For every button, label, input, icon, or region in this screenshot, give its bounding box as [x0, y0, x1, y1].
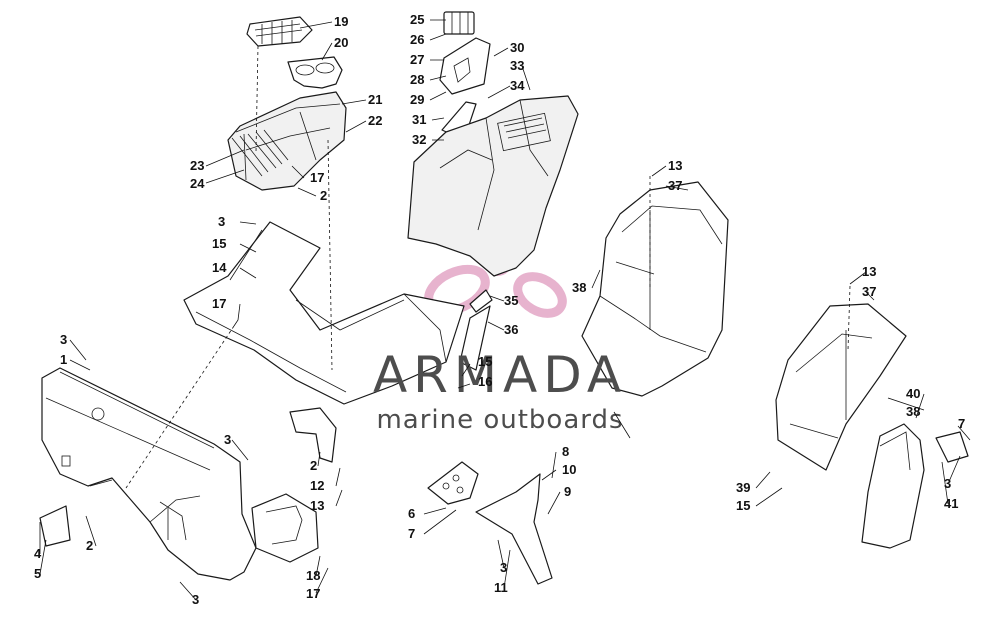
small-bracket-right — [935, 431, 969, 463]
callout-label: 4 — [34, 546, 42, 561]
callout-label: 17 — [306, 586, 320, 601]
side-panel-right-shell — [775, 303, 907, 471]
callout-label: 30 — [510, 40, 524, 55]
callout-label: 21 — [368, 92, 382, 107]
callout-label: 3 — [192, 592, 199, 607]
callout-label: 26 — [410, 32, 424, 47]
rear-fender — [861, 423, 925, 549]
callout-label: 3 — [944, 476, 951, 491]
center-console — [227, 91, 347, 191]
callout-label: 11 — [494, 580, 508, 595]
callout-label: 2 — [320, 188, 327, 203]
callout-label: 23 — [190, 158, 204, 173]
callout-label: 24 — [190, 176, 205, 191]
callout-label: 14 — [212, 260, 227, 275]
cup-holder — [287, 56, 343, 89]
floor-pan — [183, 221, 465, 405]
callout-label: 15 — [736, 498, 750, 513]
callout-label: 31 — [412, 112, 426, 127]
callout-label: 13 — [310, 498, 324, 513]
callout-label: 35 — [504, 293, 518, 308]
callout-label: 38 — [572, 280, 586, 295]
callout-label: 10 — [562, 462, 576, 477]
callout-label: 6 — [408, 506, 415, 521]
callout-label: 38 — [906, 404, 920, 419]
callout-label: 39 — [736, 480, 750, 495]
callout-label: 3 — [224, 432, 231, 447]
gear-bracket — [427, 461, 479, 505]
callout-label: 20 — [334, 35, 348, 50]
callout-label: 27 — [410, 52, 424, 67]
callout-label: 40 — [906, 386, 920, 401]
brand-text: ARMADA — [373, 346, 627, 404]
callout-label: 22 — [368, 113, 382, 128]
cup-holder-tray — [246, 16, 313, 47]
callout-label: 18 — [306, 568, 320, 583]
footrest-bracket — [459, 289, 493, 371]
callout-label: 3 — [60, 332, 67, 347]
callout-label: 2 — [86, 538, 93, 553]
callout-label: 32 — [412, 132, 426, 147]
callout-label: 3 — [500, 560, 507, 575]
side-panel-left-shell — [581, 181, 729, 397]
callout-label: 9 — [564, 484, 571, 499]
callout-label: 3 — [218, 214, 225, 229]
callout-label: 15 — [478, 354, 492, 369]
small-bracket-left — [39, 505, 71, 547]
callout-label: 37 — [668, 178, 682, 193]
callout-label: 36 — [504, 322, 518, 337]
callout-label: 29 — [410, 92, 424, 107]
callout-label: 13 — [862, 264, 876, 279]
callout-label: 15 — [212, 236, 226, 251]
callout-label: 28 — [410, 72, 424, 87]
callout-label: 2 — [310, 458, 317, 473]
leader-lines — [39, 19, 971, 601]
callout-label: 37 — [862, 284, 876, 299]
callout-label: 25 — [410, 12, 424, 27]
callout-label: 5 — [34, 566, 41, 581]
small-clip — [289, 407, 337, 463]
dash-console-body — [407, 95, 579, 277]
callout-label: 34 — [510, 78, 525, 93]
brand-tagline: marine outboards — [376, 405, 623, 435]
shift-knob — [443, 11, 475, 35]
callout-label: 1 — [60, 352, 67, 367]
callout-label: 17 — [212, 296, 226, 311]
callout-label: 12 — [310, 478, 324, 493]
front-fender — [475, 473, 553, 585]
callout-label: 16 — [478, 374, 492, 389]
callout-label: 7 — [408, 526, 415, 541]
callout-label: 7 — [958, 416, 965, 431]
callout-labels: 19 20 21 22 23 24 17 2 25 26 27 28 29 30… — [34, 12, 965, 607]
callout-label: 13 — [668, 158, 682, 173]
shift-gate-plate — [439, 37, 491, 95]
callout-label: 17 — [310, 170, 324, 185]
callout-label: 41 — [944, 496, 958, 511]
front-panel — [41, 367, 257, 581]
callout-label: 8 — [562, 444, 569, 459]
callout-label: 33 — [510, 58, 524, 73]
callout-label: 19 — [334, 14, 348, 29]
side-guard — [251, 493, 319, 563]
